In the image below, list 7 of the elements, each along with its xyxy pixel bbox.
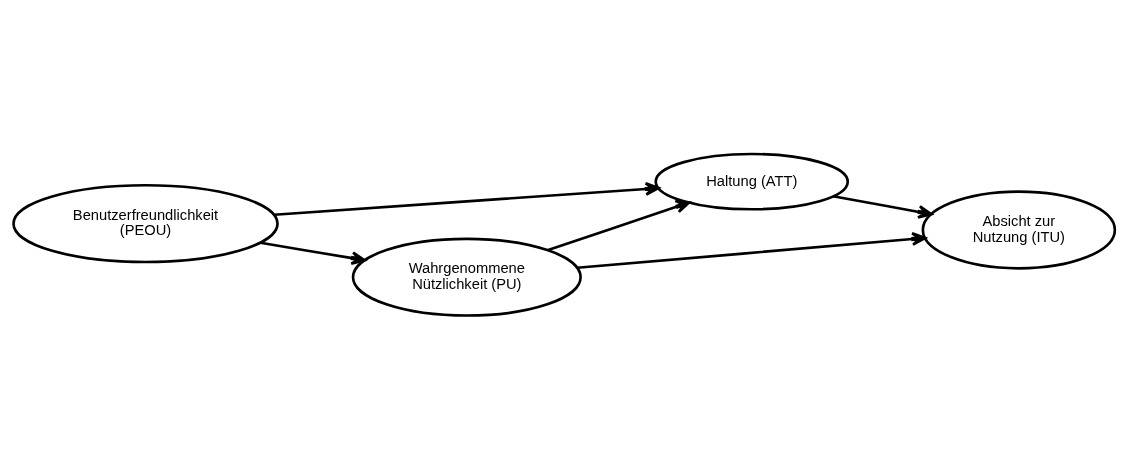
arrow: [832, 194, 933, 219]
arrow: [577, 231, 927, 269]
arrow: [547, 199, 691, 251]
node-ellipse: Benutzerfreundlichkeit (PEOU): [12, 183, 279, 263]
arrow: [260, 240, 366, 265]
node-ellipse: Absicht zur Nutzung (ITU): [921, 189, 1117, 270]
arrow: [274, 181, 660, 216]
